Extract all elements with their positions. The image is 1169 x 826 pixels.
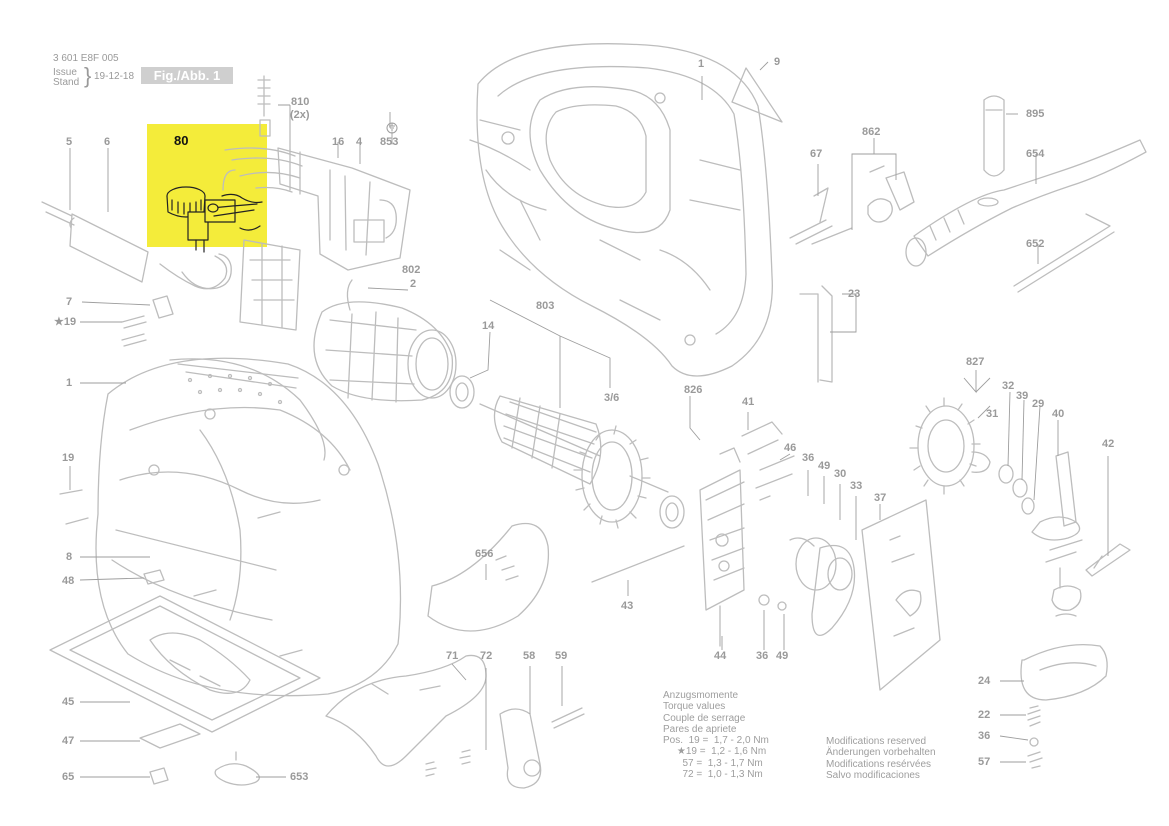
part-label[interactable]: 29 [1032,398,1045,410]
modification-line: Modifications resérvées [826,758,932,770]
part-label[interactable]: 7 [66,296,73,308]
part-label[interactable]: 46 [784,442,797,454]
part-label[interactable]: 6 [104,136,111,148]
part-label[interactable]: 49 [776,650,789,662]
part-label[interactable]: 3/6 [604,392,620,404]
part-label[interactable]: 24 [978,675,991,687]
torque-line: Couple de serrage [663,712,746,724]
stand-label: Stand [53,77,80,88]
part-label[interactable]: 652 [1026,238,1045,250]
brace: } [84,63,92,88]
part-label[interactable]: 33 [850,480,863,492]
part-label[interactable]: 37 [874,492,887,504]
doc-number: 3 601 E8F 005 [53,53,119,64]
part-label[interactable]: 810 [291,96,310,108]
figure-label: Fig./Abb. 1 [141,67,233,84]
part-label[interactable]: 65 [62,771,75,783]
torque-line: Torque values [663,701,726,713]
part-label[interactable]: 19 [62,452,75,464]
part-label[interactable]: 9 [774,56,781,68]
torque-row: Pos. 19 = 1,7 - 2,0 Nm [663,735,769,747]
part-label[interactable]: 802 [402,264,421,276]
part-label[interactable]: 58 [523,650,536,662]
part-label[interactable]: 32 [1002,380,1015,392]
part-label[interactable]: 45 [62,696,75,708]
part-label[interactable]: 40 [1052,408,1065,420]
part-label[interactable]: 39 [1016,390,1029,402]
modification-line: Modifications reserved [826,736,927,747]
switch-part-80 [166,186,263,253]
issue-label: Issue [53,67,77,78]
part-label[interactable]: 895 [1026,108,1045,120]
modifications-note: Modifications reserved Änderungen vorbeh… [826,736,936,781]
part-label[interactable]: 826 [684,384,703,396]
modification-line: Änderungen vorbehalten [826,747,936,759]
part-label[interactable]: 656 [475,548,494,560]
part-label[interactable]: 44 [714,650,727,662]
part-label[interactable]: 862 [862,126,881,138]
highlight-part-label: 80 [174,133,189,148]
part-label[interactable]: 14 [482,320,495,332]
torque-line: Pares de apriete [663,723,737,735]
part-label[interactable]: 59 [555,650,568,662]
part-label[interactable]: 22 [978,709,991,721]
part-label[interactable]: 43 [621,600,634,612]
part-label[interactable]: 8 [66,551,73,563]
modification-line: Salvo modificaciones [826,769,920,781]
part-label[interactable]: (2x) [290,109,310,121]
torque-line: Anzugsmomente [663,690,739,701]
part-label[interactable]: 42 [1102,438,1115,450]
part-label-star[interactable]: ★19 [54,316,77,328]
part-label[interactable]: 49 [818,460,831,472]
part-label[interactable]: 30 [834,468,847,480]
part-label[interactable]: 36 [978,730,991,742]
part-label[interactable]: 654 [1026,148,1045,160]
part-label[interactable]: 23 [848,288,861,300]
part-label[interactable]: 4 [356,136,363,148]
part-label[interactable]: 1 [66,377,73,389]
leader-lines [69,61,1109,778]
part-label[interactable]: 57 [978,756,991,768]
part-label[interactable]: 653 [290,771,309,783]
part-label[interactable]: 5 [66,136,73,148]
part-label[interactable]: 853 [380,136,399,148]
part-label[interactable]: 1 [698,58,705,70]
part-label[interactable]: 47 [62,735,75,747]
part-label[interactable]: 16 [332,136,345,148]
issue-date: 19-12-18 [94,71,135,82]
part-label[interactable]: 803 [536,300,555,312]
torque-row: 57 = 1,3 - 1,7 Nm [663,757,763,769]
part-label[interactable]: 2 [410,278,417,290]
torque-row: 72 = 1,0 - 1,3 Nm [663,769,763,781]
torque-row: ★19 = 1,2 - 1,6 Nm [663,746,767,758]
part-label[interactable]: 71 [446,650,459,662]
part-label[interactable]: 36 [802,452,815,464]
part-label[interactable]: 72 [480,650,493,662]
part-label[interactable]: 67 [810,148,823,160]
part-label[interactable]: 48 [62,575,75,587]
part-label[interactable]: 36 [756,650,769,662]
part-label[interactable]: 31 [986,408,999,420]
part-label[interactable]: 827 [966,356,985,368]
ground-icon [386,122,398,134]
torque-note: Anzugsmomente Torque values Couple de se… [663,690,769,780]
part-label[interactable]: 41 [742,396,755,408]
